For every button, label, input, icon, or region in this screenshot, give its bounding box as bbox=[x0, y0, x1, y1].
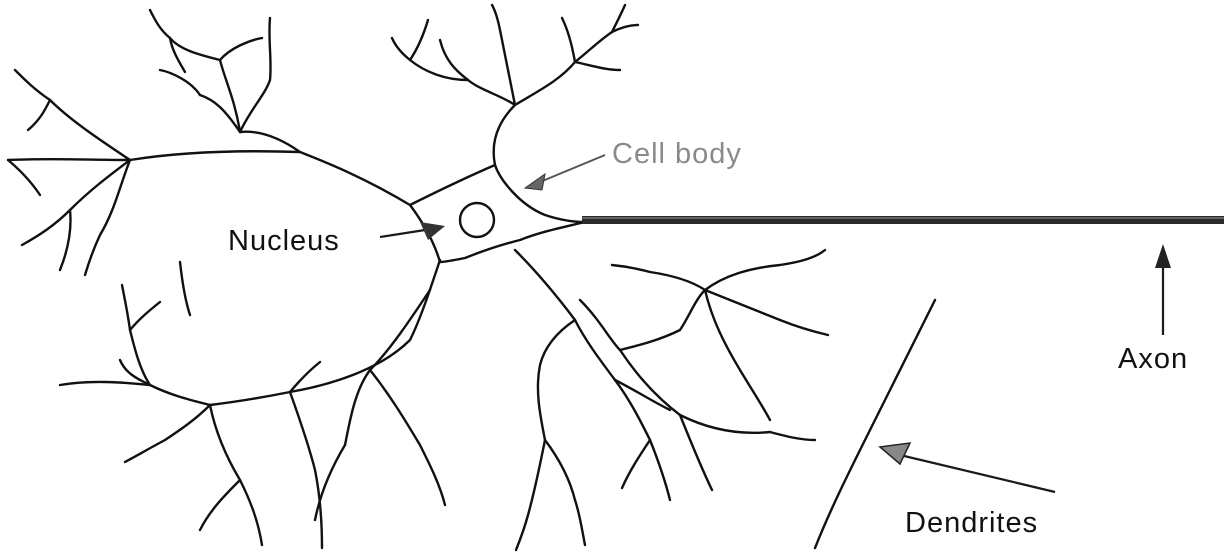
nucleus-circle bbox=[460, 203, 494, 237]
axon-label: Axon bbox=[1118, 343, 1188, 375]
dendrite-tree-lower-left bbox=[60, 260, 440, 548]
nucleus-label: Nucleus bbox=[228, 225, 340, 257]
dendrites-pointer bbox=[880, 443, 1055, 492]
axon-pointer bbox=[1155, 244, 1171, 335]
dendrite-tree-lower-middle bbox=[315, 250, 670, 550]
cell-body-pointer bbox=[525, 155, 605, 190]
dendrite-tree-lower-right bbox=[580, 250, 828, 490]
axon bbox=[582, 216, 1224, 224]
cell-body bbox=[410, 165, 585, 262]
cell-body-label: Cell body bbox=[612, 138, 742, 170]
nucleus-pointer bbox=[380, 222, 445, 240]
dendrites-label: Dendrites bbox=[905, 507, 1038, 539]
dendrite-tree-upper-left bbox=[8, 10, 410, 275]
dendrite-tree-upper bbox=[392, 5, 638, 165]
